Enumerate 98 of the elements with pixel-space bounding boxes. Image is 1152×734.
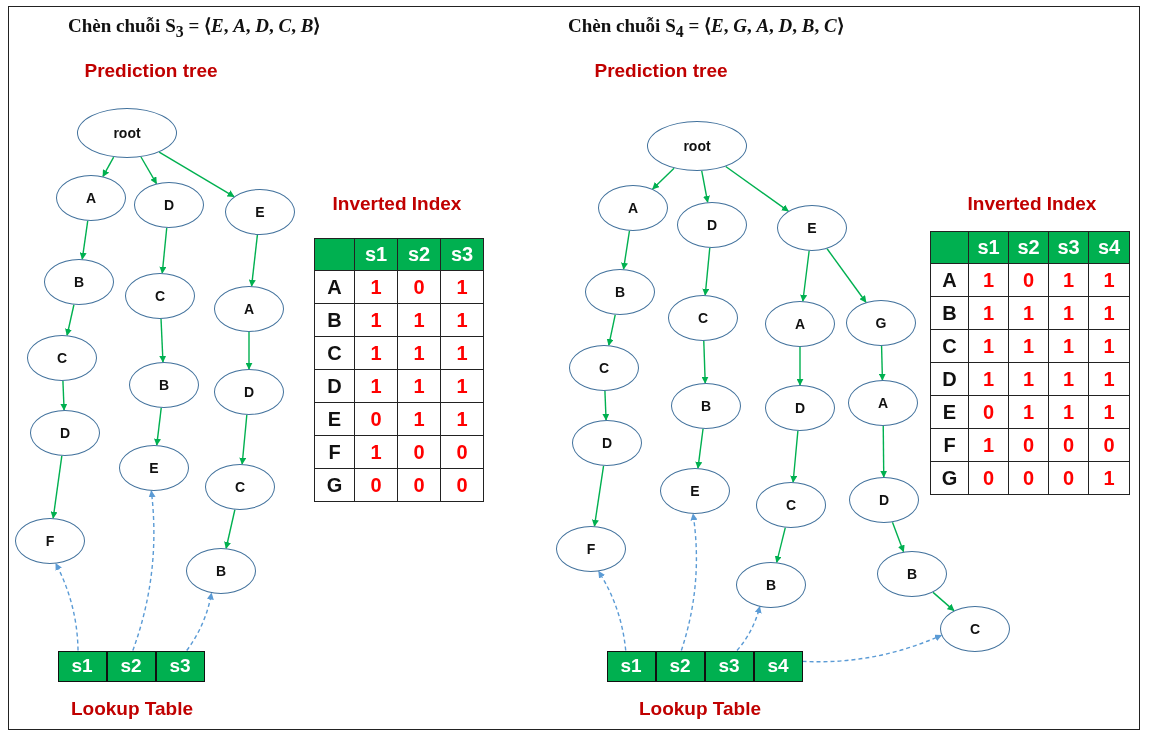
lookup-table-cell: s3 [704, 650, 754, 682]
tree-node: B [585, 269, 655, 315]
arrow [158, 151, 235, 198]
table-header-cell: s4 [1088, 231, 1130, 264]
arrow [826, 248, 867, 303]
arrow [224, 509, 236, 549]
arrow [680, 513, 698, 652]
section-title: Lookup Table [638, 698, 762, 720]
arrow [790, 430, 799, 483]
arrow [55, 562, 79, 652]
lookup-table-cell: s1 [606, 650, 656, 682]
arrow [725, 165, 789, 212]
tree-node: C [940, 606, 1010, 652]
arrow [140, 156, 158, 185]
tree-node: A [848, 380, 918, 426]
arrow [186, 592, 214, 652]
tree-node: E [225, 189, 295, 235]
tree-node: B [186, 548, 256, 594]
arrow [60, 380, 68, 411]
tree-node: D [30, 410, 100, 456]
tree-node: C [125, 273, 195, 319]
arrow [695, 428, 704, 469]
tree-node: C [569, 345, 639, 391]
heading: Chèn chuỗi S$_{3}$ = ⟨E, A, D, C, B⟩ [68, 14, 321, 41]
section-title: Prediction tree [84, 60, 218, 82]
section-title: Inverted Index [967, 193, 1097, 215]
arrow [880, 425, 888, 478]
lookup-table-cell: s4 [753, 650, 803, 682]
arrow [800, 250, 810, 302]
arrow [932, 591, 955, 612]
arrow [102, 156, 115, 178]
arrow [248, 234, 259, 287]
arrow [774, 527, 787, 563]
tree-node: A [56, 175, 126, 221]
arrow [154, 407, 162, 446]
arrow [159, 318, 167, 363]
tree-node: F [556, 526, 626, 572]
lookup-table-cell: s2 [655, 650, 705, 682]
tree-node: A [765, 301, 835, 347]
arrow [245, 331, 253, 370]
tree-node: D [572, 420, 642, 466]
arrow [651, 167, 675, 190]
arrow [65, 304, 75, 336]
tree-node: B [44, 259, 114, 305]
tree-node: B [671, 383, 741, 429]
arrow [606, 314, 616, 346]
arrow [591, 465, 605, 527]
tree-node: E [660, 468, 730, 514]
arrow [602, 390, 610, 421]
arrow [736, 606, 762, 652]
tree-node: A [598, 185, 668, 231]
table-cell: 0 [440, 468, 484, 502]
arrow [239, 414, 248, 465]
tree-node: B [129, 362, 199, 408]
tree-node: F [15, 518, 85, 564]
arrow [701, 340, 709, 384]
tree-node: C [756, 482, 826, 528]
table-header-cell: s3 [440, 238, 484, 271]
lookup-table-cell: s3 [155, 650, 205, 682]
table-header-cell: s1 [354, 238, 398, 271]
section-title: Prediction tree [594, 60, 728, 82]
tree-node: D [214, 369, 284, 415]
lookup-table-cell: s2 [106, 650, 156, 682]
tree-node: root [77, 108, 177, 158]
arrow [79, 220, 89, 260]
tree-node: G [846, 300, 916, 346]
arrow [878, 345, 886, 381]
arrow [597, 570, 627, 652]
tree-node: root [647, 121, 747, 171]
arrow [132, 490, 156, 652]
tree-node: B [736, 562, 806, 608]
arrow [50, 455, 63, 519]
tree-node: A [214, 286, 284, 332]
tree-node: B [877, 551, 947, 597]
arrow [621, 230, 631, 270]
arrow [796, 346, 804, 386]
section-title: Lookup Table [70, 698, 194, 720]
arrow [891, 521, 905, 553]
table-cell: 1 [1088, 461, 1130, 495]
section-title: Inverted Index [332, 193, 462, 215]
arrow [701, 170, 710, 203]
lookup-table-cell: s1 [57, 650, 107, 682]
tree-node: D [849, 477, 919, 523]
table-row-header: G [930, 461, 969, 495]
tree-node: E [777, 205, 847, 251]
tree-node: C [205, 464, 275, 510]
arrow [801, 634, 943, 663]
tree-node: C [668, 295, 738, 341]
tree-node: C [27, 335, 97, 381]
table-row-header: G [314, 468, 355, 502]
tree-node: D [677, 202, 747, 248]
tree-node: D [134, 182, 204, 228]
arrow [159, 227, 168, 274]
table-header-cell: s2 [397, 238, 441, 271]
tree-node: E [119, 445, 189, 491]
heading: Chèn chuỗi S$_{4}$ = ⟨E, G, A, D, B, C⟩ [568, 14, 844, 41]
tree-node: D [765, 385, 835, 431]
arrow [702, 247, 711, 296]
